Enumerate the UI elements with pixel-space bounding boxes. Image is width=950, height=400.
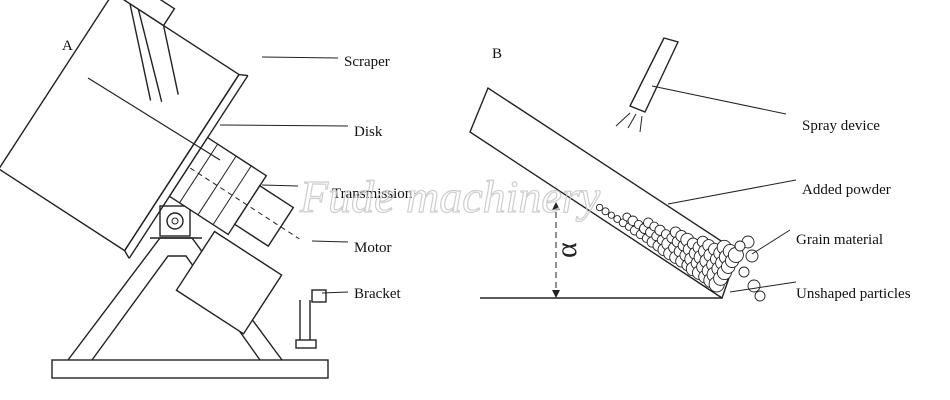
label-grain-material: Grain material xyxy=(796,232,883,248)
particle xyxy=(595,203,604,212)
angle-symbol: α xyxy=(550,242,583,258)
pan-assembly xyxy=(0,0,300,335)
particle xyxy=(747,279,761,293)
label-transmission: Transmission xyxy=(332,186,413,202)
particle xyxy=(745,249,759,263)
watermark-text: Fude machinery xyxy=(299,171,601,222)
label-motor: Motor xyxy=(354,240,392,256)
base-plate xyxy=(51,359,329,379)
label-unshaped-particles: Unshaped particles xyxy=(796,286,911,302)
scraper xyxy=(112,0,179,102)
leaders-a xyxy=(219,56,349,294)
panel-a-letter: A xyxy=(62,38,73,54)
motor-block xyxy=(175,230,283,335)
particle xyxy=(754,290,766,302)
particle-pile xyxy=(595,203,766,302)
particle xyxy=(601,207,610,216)
spray-device xyxy=(615,37,679,133)
label-disk: Disk xyxy=(354,124,383,140)
angle-indicator: α xyxy=(550,202,583,298)
label-scraper: Scraper xyxy=(344,54,390,70)
label-spray-device: Spray device xyxy=(802,118,880,134)
label-added-powder: Added powder xyxy=(802,182,891,198)
label-bracket: Bracket xyxy=(354,286,401,302)
particle xyxy=(738,266,750,278)
particle xyxy=(734,240,746,252)
bracket xyxy=(295,289,327,349)
panel-b: B α Spray device xyxy=(469,37,911,302)
panel-a: A xyxy=(0,0,413,379)
panel-b-letter: B xyxy=(492,46,502,62)
particle xyxy=(613,215,622,223)
pivot-joint xyxy=(159,205,191,237)
particle xyxy=(607,211,615,219)
leaders-b xyxy=(651,85,797,293)
